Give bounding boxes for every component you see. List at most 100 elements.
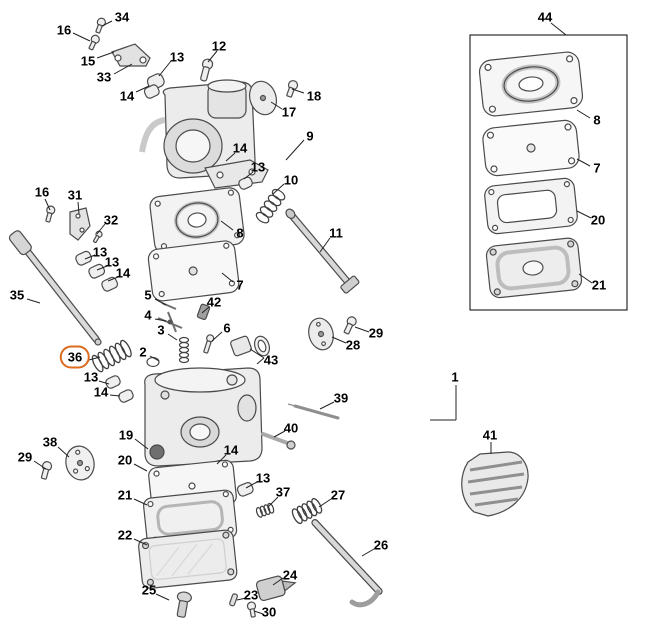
part-label-2[interactable]: 2 (139, 344, 147, 360)
part-label-16[interactable]: 16 (34, 184, 50, 200)
part-label-13[interactable]: 13 (83, 369, 99, 385)
inset-box-44 (469, 34, 628, 311)
part-label-13[interactable]: 13 (169, 49, 185, 65)
part-label-32[interactable]: 32 (103, 212, 119, 228)
part-label-11[interactable]: 11 (329, 225, 343, 241)
part-label-28[interactable]: 28 (345, 337, 361, 353)
rod-26 (311, 519, 383, 608)
part-label-39[interactable]: 39 (333, 390, 349, 406)
part-label-16[interactable]: 16 (56, 22, 72, 38)
part-label-7[interactable]: 7 (593, 160, 601, 176)
part-label-26[interactable]: 26 (373, 537, 389, 553)
cover-22 (138, 529, 238, 589)
part-label-9[interactable]: 9 (306, 128, 314, 144)
part-label-14[interactable]: 14 (93, 384, 109, 400)
inset-plate-7 (482, 119, 580, 177)
leader-lines (26, 20, 593, 615)
part-label-13[interactable]: 13 (250, 159, 266, 175)
shaft-11 (285, 208, 360, 294)
part-label-14[interactable]: 14 (232, 140, 248, 156)
carb-upper-body (139, 79, 256, 179)
part-label-15[interactable]: 15 (80, 53, 96, 69)
part-label-7[interactable]: 7 (236, 277, 244, 293)
part-label-42[interactable]: 42 (206, 294, 222, 310)
part-label-12[interactable]: 12 (211, 38, 227, 54)
screw-30 (246, 601, 257, 618)
part-label-20[interactable]: 20 (117, 452, 133, 468)
part-label-35[interactable]: 35 (9, 287, 25, 303)
part-label-43[interactable]: 43 (263, 352, 279, 368)
part-label-3[interactable]: 3 (157, 322, 165, 338)
part-label-1[interactable]: 1 (451, 369, 459, 385)
lever-rod-35 (8, 230, 102, 346)
part-label-4[interactable]: 4 (144, 307, 152, 323)
inset-gasket-20 (484, 177, 578, 235)
plate-7 (147, 240, 240, 302)
disc-17 (248, 80, 278, 116)
spring-10 (255, 188, 286, 224)
part-label-6[interactable]: 6 (223, 320, 231, 336)
screw-16-left (45, 205, 56, 223)
screw-25 (176, 591, 192, 618)
part-label-14[interactable]: 14 (115, 265, 131, 281)
screw-32 (92, 230, 103, 244)
part-label-27[interactable]: 27 (330, 487, 346, 503)
part-label-24[interactable]: 24 (282, 567, 298, 583)
part-label-14[interactable]: 14 (223, 442, 239, 458)
part-label-44[interactable]: 44 (537, 9, 553, 25)
part-label-25[interactable]: 25 (141, 582, 157, 598)
part-label-8[interactable]: 8 (236, 225, 244, 241)
part-label-18[interactable]: 18 (306, 88, 322, 104)
part-label-19[interactable]: 19 (118, 427, 134, 443)
spring-37 (255, 502, 275, 518)
plate-31 (69, 207, 91, 241)
part-label-29[interactable]: 29 (368, 325, 384, 341)
part-label-29[interactable]: 29 (17, 449, 33, 465)
needle-39 (287, 403, 340, 420)
bushing-14-top (143, 84, 160, 99)
inset-cover-21 (485, 237, 583, 299)
spring-36 (91, 339, 132, 373)
part-label-14[interactable]: 14 (119, 88, 135, 104)
screw-40 (261, 432, 296, 450)
part-label-21[interactable]: 21 (117, 487, 133, 503)
part-label-36-highlighted[interactable]: 36 (59, 345, 91, 369)
spring-3 (178, 336, 190, 364)
part-label-38[interactable]: 38 (42, 434, 58, 450)
part-label-23[interactable]: 23 (243, 587, 259, 603)
spring-27 (291, 497, 323, 525)
lever-15-33 (111, 43, 151, 67)
part-label-40[interactable]: 40 (283, 420, 299, 436)
carb-lower-body (144, 367, 263, 467)
cluster-43 (230, 335, 271, 357)
screw-6 (203, 334, 215, 354)
part-label-31[interactable]: 31 (67, 187, 83, 203)
part-label-33[interactable]: 33 (96, 69, 112, 85)
part-label-10[interactable]: 10 (283, 172, 299, 188)
part-label-21[interactable]: 21 (591, 277, 607, 293)
part-label-13[interactable]: 13 (92, 244, 108, 260)
part-label-13[interactable]: 13 (104, 254, 120, 270)
part-label-5[interactable]: 5 (144, 287, 152, 303)
gasket-8 (149, 187, 245, 254)
bushing-13-midleft (105, 375, 121, 389)
bushing-13-left-b (88, 263, 106, 279)
screw-16-top (88, 34, 100, 51)
bushing-13-lower (236, 482, 254, 497)
part-label-34[interactable]: 34 (114, 9, 130, 25)
part-label-41[interactable]: 41 (482, 427, 498, 443)
part-label-30[interactable]: 30 (261, 604, 277, 620)
part-label-17[interactable]: 17 (281, 104, 297, 120)
screw-29-right (343, 316, 357, 335)
part-label-13[interactable]: 13 (255, 470, 271, 486)
washer-2 (146, 356, 160, 368)
part-label-8[interactable]: 8 (593, 112, 601, 128)
bushing-14-midleft (118, 389, 134, 403)
part-label-22[interactable]: 22 (117, 527, 133, 543)
part-label-37[interactable]: 37 (275, 484, 291, 500)
bushing-14-left (101, 276, 119, 292)
part-label-20[interactable]: 20 (590, 212, 606, 228)
